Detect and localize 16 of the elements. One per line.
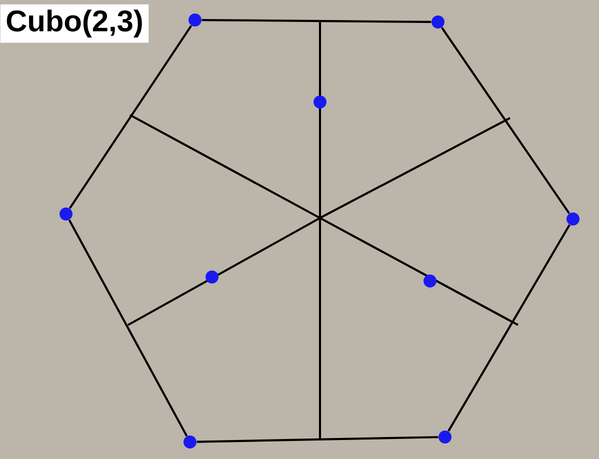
hexagon-side [68, 220, 188, 436]
dot [432, 16, 444, 28]
hexagon-side [68, 25, 192, 209]
hexagon-side [448, 224, 570, 432]
dot [206, 270, 218, 284]
dot [314, 96, 326, 108]
dot [424, 274, 436, 288]
title: Cubo(2,3) [0, 4, 149, 43]
dot [438, 430, 452, 444]
hexagon-side [202, 19, 432, 23]
hexagon-side [441, 27, 570, 214]
hexagon-side [196, 436, 438, 443]
dot [188, 14, 202, 26]
dot [566, 212, 580, 226]
dot [60, 208, 72, 220]
dot [184, 435, 196, 448]
